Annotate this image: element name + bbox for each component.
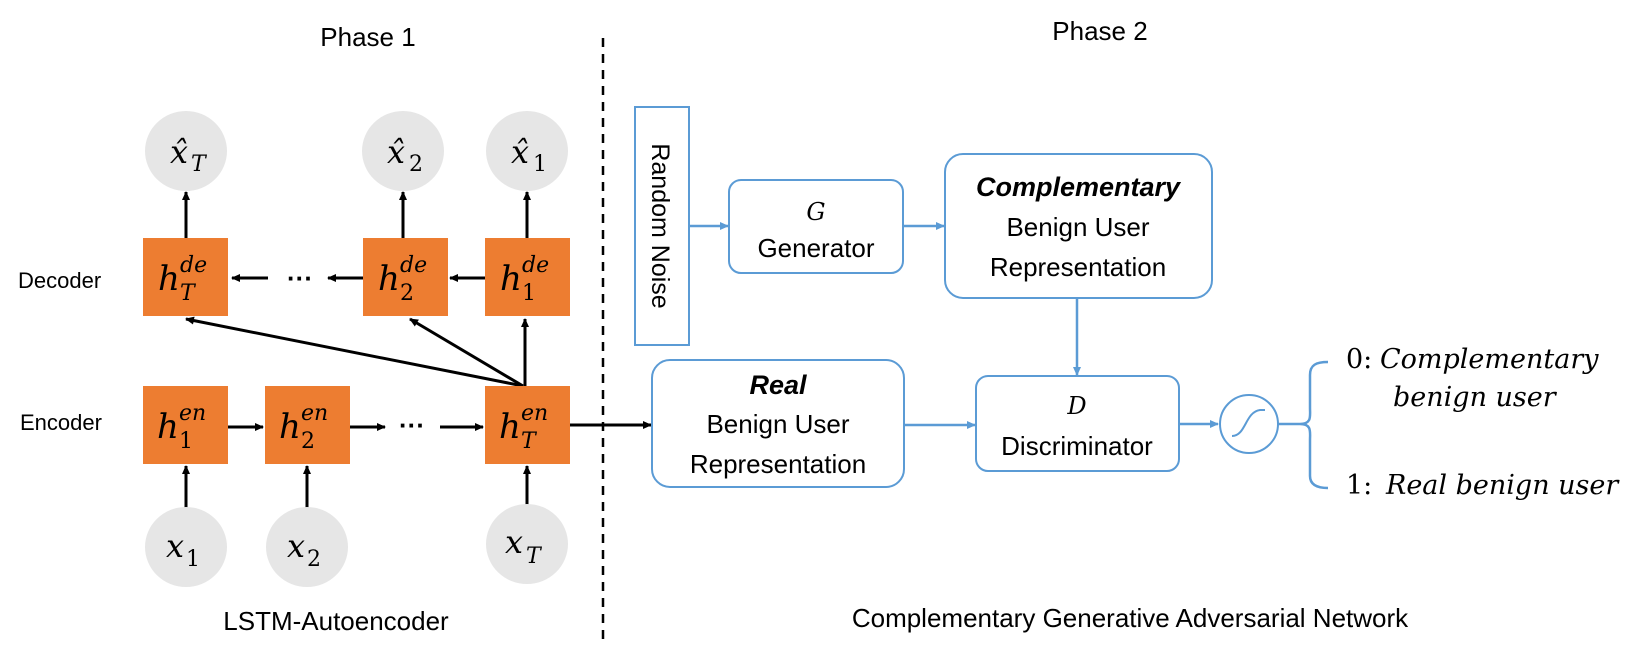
- x1-sub: 1: [186, 547, 200, 572]
- xhat-2-sub: 2: [409, 152, 423, 177]
- input-node-x1: x 1: [145, 507, 227, 587]
- real-title: Real: [749, 370, 807, 400]
- encoder-ellipsis: ···: [399, 410, 425, 440]
- arrow-encT-to-dec2: [409, 317, 524, 388]
- xhat-1-sub: 1: [533, 152, 547, 177]
- output-one-number: 1:: [1346, 470, 1372, 501]
- phase2-title: Phase 2: [1052, 16, 1147, 46]
- decoder-label: Decoder: [18, 268, 101, 293]
- xT-base: x: [505, 523, 523, 561]
- output-brace: [1278, 360, 1329, 490]
- decoder-h2-sub: 2: [400, 281, 414, 306]
- output-zero-text-line2: benign user: [1393, 382, 1558, 413]
- encoder-h1-sup: en: [179, 401, 206, 426]
- decoder-cell-hT: h de T: [143, 238, 228, 316]
- output-node-xhat-2: x̂ 2: [362, 111, 444, 191]
- output-zero-number: 0:: [1346, 344, 1372, 375]
- discriminator-label: Discriminator: [1001, 431, 1153, 461]
- real-representation-box: Real Benign User Representation: [651, 359, 905, 488]
- discriminator-symbol: D: [1066, 392, 1086, 420]
- input-node-x2: x 2: [266, 507, 348, 587]
- encoder-label: Encoder: [20, 410, 102, 435]
- encoder-cell-h2: h en 2: [265, 386, 350, 464]
- x1-base: x: [166, 527, 184, 565]
- encoder-h2-base: h: [279, 407, 301, 447]
- decoder-hT-base: h: [158, 259, 180, 299]
- arrow-encT-to-decT: [185, 316, 524, 388]
- discriminator-box: D Discriminator: [975, 375, 1180, 472]
- phase1-title: Phase 1: [320, 22, 415, 52]
- complementary-line3: Representation: [990, 252, 1166, 282]
- encoder-h2-sub: 2: [301, 429, 315, 454]
- encoder-hT-sup: en: [521, 401, 548, 426]
- generator-box: G Generator: [728, 179, 904, 274]
- x2-sub: 2: [307, 547, 321, 572]
- decoder-h2-base: h: [378, 259, 400, 299]
- real-line2: Benign User: [706, 409, 849, 439]
- complementary-representation-box: Complementary Benign User Representation: [944, 153, 1213, 299]
- generator-label: Generator: [757, 233, 874, 263]
- output-node-xhat-1: x̂ 1: [486, 111, 568, 191]
- decoder-hT-sub: T: [180, 281, 197, 306]
- encoder-hT-base: h: [499, 407, 521, 447]
- complementary-title: Complementary: [976, 172, 1182, 202]
- x2-base: x: [287, 527, 305, 565]
- decoder-ellipsis: ···: [287, 263, 313, 293]
- encoder-h2-sup: en: [301, 401, 328, 426]
- output-zero-text: Complementary: [1380, 344, 1599, 375]
- generator-symbol: G: [806, 198, 825, 226]
- xhat-T-sub: T: [191, 152, 208, 177]
- encoder-hT-sub: T: [521, 429, 538, 454]
- decoder-h1-base: h: [500, 259, 522, 299]
- decoder-hT-sup: de: [180, 253, 207, 278]
- xhat-1-base: x̂: [511, 133, 529, 171]
- encoder-cell-hT: h en T: [485, 386, 570, 464]
- decoder-cell-h2: h de 2: [363, 238, 448, 316]
- encoder-h1-base: h: [157, 407, 179, 447]
- real-line3: Representation: [690, 449, 866, 479]
- output-one-text: Real benign user: [1385, 470, 1620, 501]
- decoder-h2-sup: de: [400, 253, 427, 278]
- output-node-xhat-T: x̂ T: [145, 111, 227, 191]
- random-noise-box: Random Noise: [634, 106, 690, 346]
- xhat-T-base: x̂: [170, 133, 188, 171]
- xhat-2-base: x̂: [387, 133, 405, 171]
- sigmoid-icon: [1219, 394, 1279, 454]
- input-node-xT: x T: [486, 504, 568, 584]
- encoder-h1-sub: 1: [179, 429, 193, 454]
- encoder-cell-h1: h en 1: [143, 386, 228, 464]
- random-noise-label: Random Noise: [646, 143, 674, 308]
- decoder-h1-sub: 1: [522, 281, 536, 306]
- complementary-line2: Benign User: [1006, 212, 1149, 242]
- decoder-cell-h1: h de 1: [485, 238, 570, 316]
- phase2-caption: Complementary Generative Adversarial Net…: [852, 603, 1409, 633]
- xT-sub: T: [526, 544, 543, 569]
- decoder-h1-sup: de: [522, 253, 549, 278]
- phase1-caption: LSTM-Autoencoder: [223, 606, 449, 636]
